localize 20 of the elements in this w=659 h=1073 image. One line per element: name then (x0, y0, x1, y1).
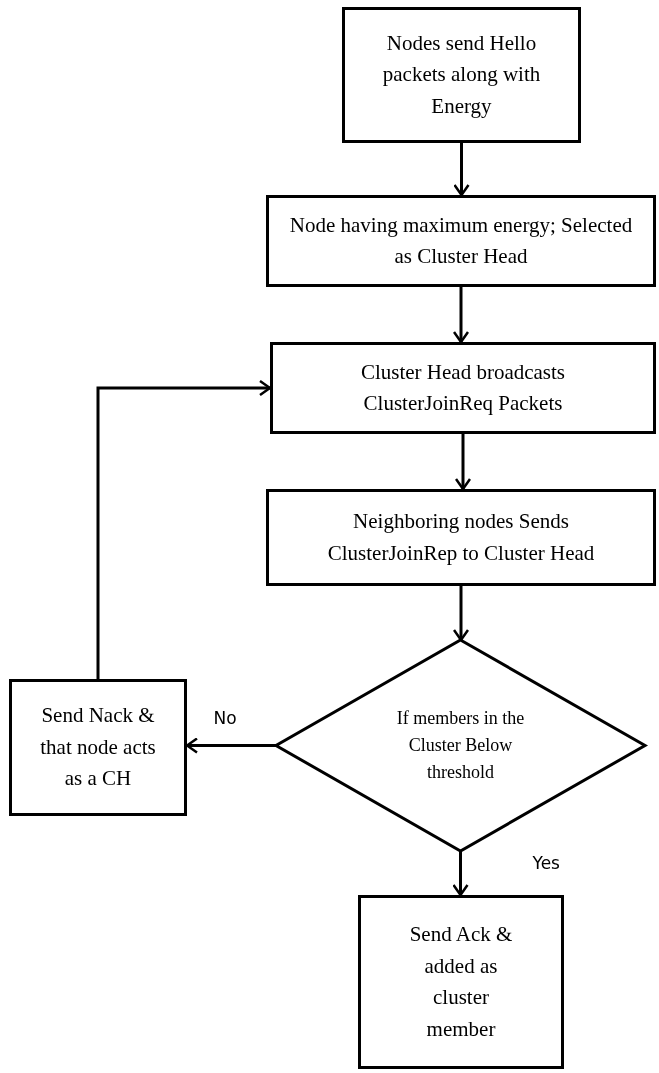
process-box (266, 489, 656, 586)
arrow (454, 434, 472, 491)
box-text: Neighboring nodes Sends ClusterJoinRep to Cluster Head (326, 508, 596, 567)
box-text: Send Ack & added as cluster member (408, 921, 514, 1043)
box-text: Cluster Head broadcasts ClusterJoinReq Packets (359, 358, 567, 417)
process-box (358, 895, 564, 1069)
box-text: Nodes send Hello packets along with Energy (381, 29, 542, 120)
arrow (96, 379, 272, 679)
process-box (9, 679, 187, 816)
box-text: Node having maximum energy; Selected as Cluster Head (289, 211, 633, 270)
process-box (342, 7, 581, 143)
arrow (185, 737, 276, 754)
box-text: Send Nack & that node acts as a CH (39, 702, 157, 793)
process-box (266, 195, 656, 287)
arrow (452, 851, 469, 897)
process-box (270, 342, 656, 434)
arrow (453, 143, 470, 197)
arrow (452, 287, 470, 344)
arrow (452, 586, 470, 642)
box-text: If members in the Cluster Below threshold (395, 707, 526, 784)
